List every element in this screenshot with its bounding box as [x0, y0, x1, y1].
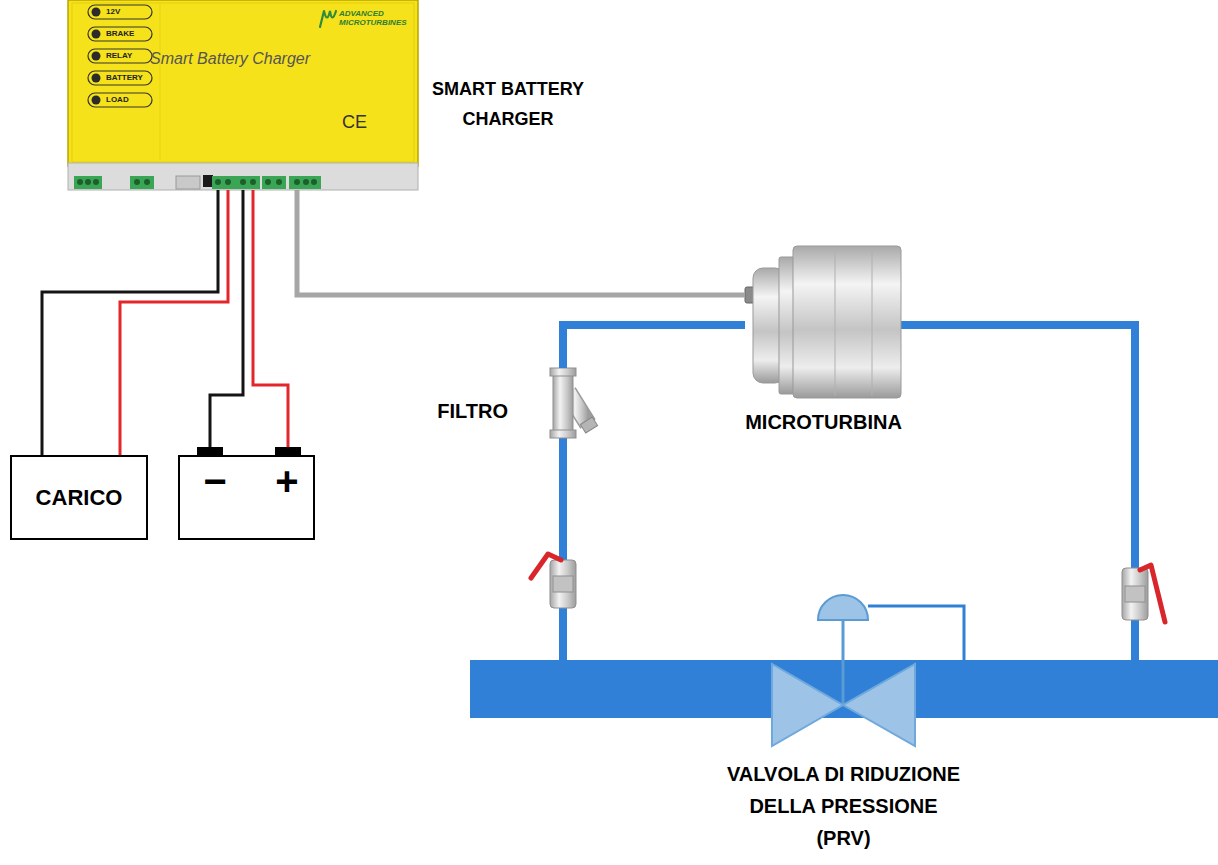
charger-housing: [68, 0, 418, 166]
y-strainer: [553, 372, 573, 434]
terminal-screw: [225, 179, 231, 185]
terminal-screw: [77, 179, 83, 185]
terminal-strip: [262, 176, 286, 189]
ball-valve: [531, 554, 1165, 622]
red-wire: [120, 190, 228, 455]
led-lamp: [92, 52, 101, 61]
red-wire: [253, 190, 288, 447]
microturbine: [872, 248, 873, 396]
ball-valve: [531, 554, 561, 578]
load-box: CARICO: [10, 455, 148, 540]
terminal-screw: [77, 179, 317, 185]
part-name: VALVOLA DI RIDUZIONE DELLA PRESSIONE (PR…: [722, 758, 965, 854]
logo-mark: [320, 11, 336, 27]
led-label: RELAY: [106, 51, 132, 61]
terminal-screw: [265, 179, 271, 185]
terminal-strip: [176, 176, 200, 189]
pressure-reducing-valve: [818, 595, 868, 620]
ball-valve: [1125, 586, 1145, 602]
charger-housing: [72, 3, 414, 162]
device-caption: Smart Battery Charger: [150, 50, 310, 68]
microturbine: [793, 246, 901, 398]
terminal-screw: [276, 179, 282, 185]
terminal-screw: [144, 179, 150, 185]
brand-logo: ADVANCED MICROTURBINES: [339, 9, 413, 27]
charger-housing: [68, 0, 418, 166]
pressure-reducing-valve: [772, 595, 964, 746]
black-wire: [210, 190, 243, 447]
black-wire: [42, 190, 218, 455]
terminal-screw: [134, 179, 140, 185]
led-indicator: [88, 71, 152, 85]
terminal-strip: [68, 163, 418, 190]
terminal-screw: [93, 179, 99, 185]
logo-mark: [320, 11, 336, 27]
battery-box: −+: [178, 455, 315, 540]
led-lamp: [92, 74, 101, 83]
microturbine: [835, 248, 836, 396]
y-strainer: [550, 430, 576, 438]
led-lamp: [92, 30, 101, 39]
y-strainer: [550, 368, 576, 376]
signal-cable: [297, 190, 745, 295]
terminal-screw: [250, 179, 256, 185]
y-strainer: [580, 417, 597, 433]
terminal-strip: [130, 176, 154, 189]
led-label: 12V: [106, 7, 120, 17]
led-label: LOAD: [106, 95, 129, 105]
ball-valve: [553, 576, 573, 592]
ball-valve: [550, 560, 576, 608]
terminal-screw: [311, 179, 317, 185]
terminal-screw: [215, 179, 221, 185]
led-lamp: [92, 96, 101, 105]
polarity-sign: −: [195, 461, 235, 501]
ball-valve: [1140, 565, 1165, 622]
terminal-screw: [294, 179, 300, 185]
filter-node: FILTRO: [548, 368, 598, 436]
led-indicator: [88, 27, 152, 41]
part-name: MICROTURBINA: [745, 411, 902, 434]
water-pipe: [563, 325, 745, 368]
led-lamp: [92, 8, 101, 105]
pressure-reducing-valve: [842, 620, 845, 704]
terminal-strip: [203, 175, 213, 187]
ce-mark: CE: [342, 112, 367, 133]
pipe: [900, 325, 1135, 664]
terminal-screw: [303, 179, 309, 185]
load-label: CARICO: [36, 485, 123, 511]
led-indicator: [88, 5, 152, 19]
led-indicator: [88, 93, 152, 107]
terminal-screw: [240, 179, 246, 185]
terminal-screw: [85, 179, 91, 185]
terminal-strip: [289, 176, 321, 189]
microturbine-node: MICROTURBINA: [745, 242, 902, 400]
device-title: SMART BATTERY CHARGER: [418, 74, 598, 134]
led-indicator: [88, 5, 152, 107]
pressure-reducing-valve: [868, 606, 964, 662]
charger-housing: [160, 4, 161, 160]
led-lamp: [92, 8, 101, 17]
terminal-strip: [68, 163, 418, 190]
led-label: BRAKE: [106, 29, 134, 39]
prv-node: VALVOLA DI RIDUZIONE DELLA PRESSIONE (PR…: [770, 592, 917, 748]
led-indicator: [88, 49, 152, 63]
terminal-strip: [212, 176, 260, 189]
terminal-strip: [74, 176, 102, 189]
microturbine: [745, 246, 901, 398]
ball-valve: [1122, 568, 1148, 620]
pipe: [559, 434, 567, 664]
polarity-sign: +: [267, 461, 307, 501]
part-name: FILTRO: [437, 400, 508, 423]
y-strainer: [550, 368, 598, 438]
pressure-reducing-valve: [843, 664, 915, 746]
led-label: BATTERY: [106, 73, 143, 83]
pressure-reducing-valve: [772, 664, 843, 746]
